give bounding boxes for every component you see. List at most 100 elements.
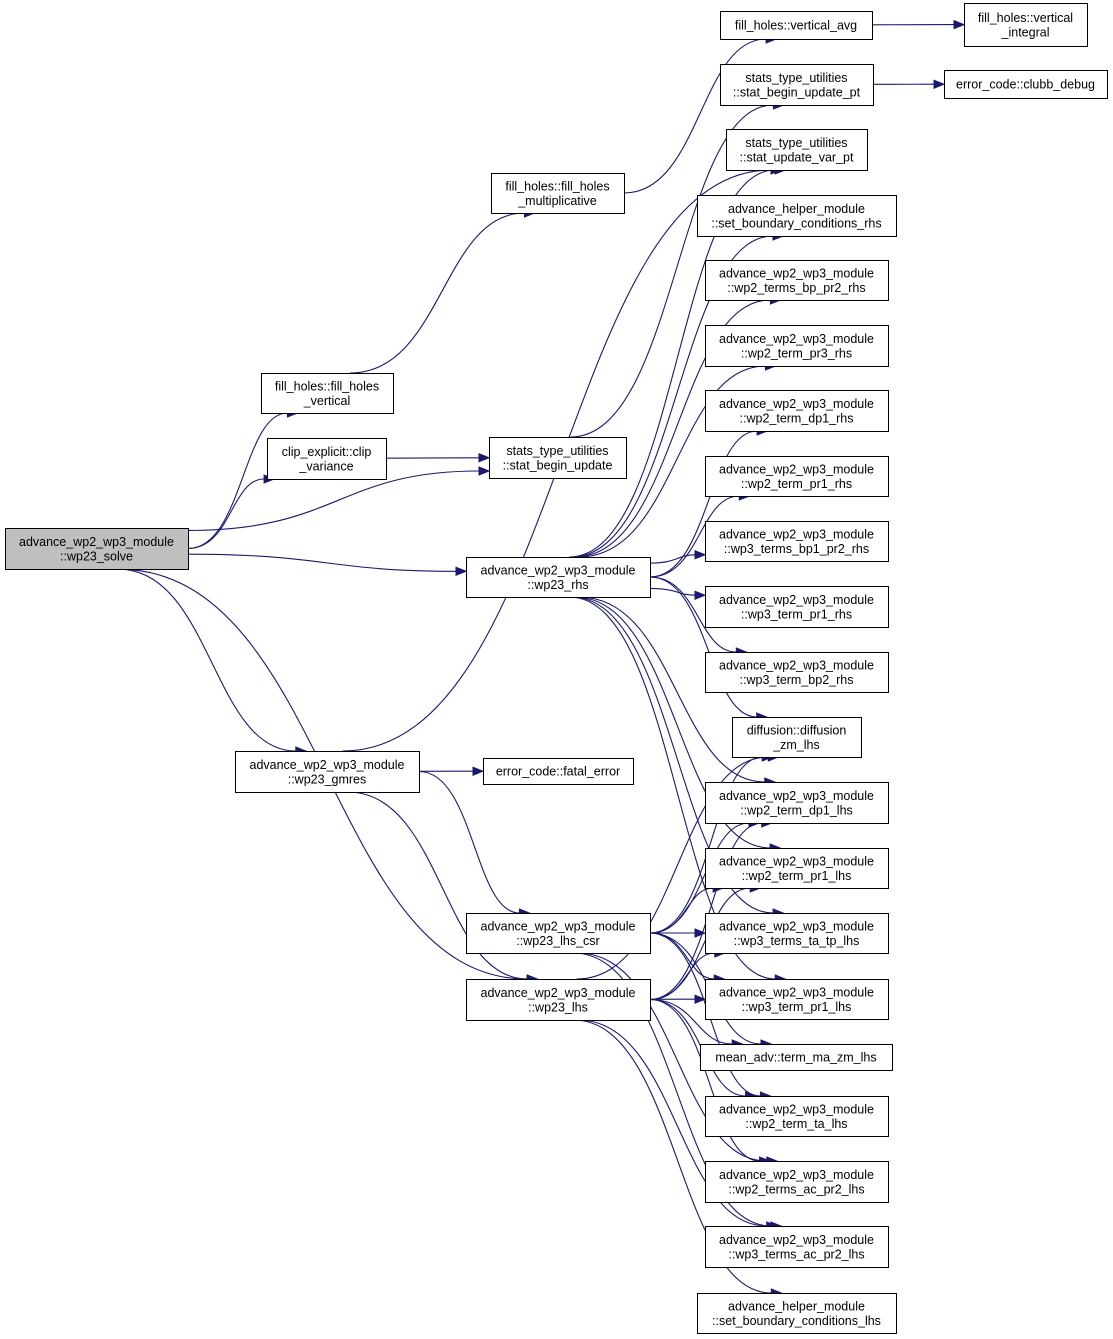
node-fill_holes_vertical[interactable]: fill_holes::fill_holes_vertical xyxy=(261,373,394,414)
node-box-wp2_terms_bp_pr2_rhs[interactable] xyxy=(705,260,889,301)
node-box-stat_begin_update_pt[interactable] xyxy=(720,64,874,106)
node-set_boundary_conditions_lhs[interactable]: advance_helper_module::set_boundary_cond… xyxy=(697,1293,897,1334)
node-wp3_term_pr1_lhs[interactable]: advance_wp2_wp3_module::wp3_term_pr1_lhs xyxy=(705,979,889,1020)
node-box-wp2_term_pr1_lhs[interactable] xyxy=(705,848,889,889)
node-label-wp23_rhs-line-1: ::wp23_rhs xyxy=(527,578,588,592)
edge-wp23_rhs-to-stat_update_var_pt xyxy=(569,169,776,558)
edge-wp23_lhs_csr-to-wp2_term_pr1_lhs xyxy=(649,887,714,934)
node-box-wp23_lhs_csr[interactable] xyxy=(466,913,651,954)
node-wp2_term_pr1_rhs[interactable]: advance_wp2_wp3_module::wp2_term_pr1_rhs xyxy=(705,456,889,497)
node-wp2_term_dp1_lhs[interactable]: advance_wp2_wp3_module::wp2_term_dp1_lhs xyxy=(705,782,889,824)
node-wp3_term_bp2_rhs[interactable]: advance_wp2_wp3_module::wp3_term_bp2_rhs xyxy=(705,652,889,693)
node-label-wp2_term_pr3_rhs-line-1: ::wp2_term_pr3_rhs xyxy=(741,346,852,360)
node-wp23_lhs_csr[interactable]: advance_wp2_wp3_module::wp23_lhs_csr xyxy=(466,913,651,954)
node-box-fill_holes_vertical[interactable] xyxy=(261,373,394,414)
node-vertical_integral[interactable]: fill_holes::vertical_integral xyxy=(964,3,1088,47)
node-box-wp2_term_pr1_rhs[interactable] xyxy=(705,456,889,497)
node-wp23_gmres[interactable]: advance_wp2_wp3_module::wp23_gmres xyxy=(235,751,420,793)
node-box-term_ma_zm_lhs[interactable] xyxy=(700,1044,893,1071)
node-label-wp3_term_bp2_rhs-line-0: advance_wp2_wp3_module xyxy=(719,658,874,672)
arrowhead-wp23_rhs-to-wp3_term_pr1_rhs xyxy=(694,590,707,600)
node-box-clubb_debug[interactable] xyxy=(944,70,1108,99)
node-clip_variance[interactable]: clip_explicit::clip_variance xyxy=(267,438,387,480)
node-box-diffusion_zm_lhs[interactable] xyxy=(732,717,862,758)
node-box-wp23_gmres[interactable] xyxy=(235,751,420,793)
node-label-fill_holes_multiplicative-line-1: _multiplicative xyxy=(517,194,597,208)
node-box-wp2_terms_ac_pr2_lhs[interactable] xyxy=(705,1161,889,1203)
node-wp2_terms_bp_pr2_rhs[interactable]: advance_wp2_wp3_module::wp2_terms_bp_pr2… xyxy=(705,260,889,301)
node-diffusion_zm_lhs[interactable]: diffusion::diffusion_zm_lhs xyxy=(732,717,862,758)
node-wp3_terms_ac_pr2_lhs[interactable]: advance_wp2_wp3_module::wp3_terms_ac_pr2… xyxy=(705,1226,889,1268)
node-box-wp23_solve[interactable] xyxy=(5,528,189,570)
node-label-wp2_terms_bp_pr2_rhs-line-1: ::wp2_terms_bp_pr2_rhs xyxy=(727,281,865,295)
node-label-set_boundary_conditions_lhs-line-1: ::set_boundary_conditions_lhs xyxy=(712,1314,881,1328)
node-stat_begin_update_pt[interactable]: stats_type_utilities::stat_begin_update_… xyxy=(720,64,874,106)
node-wp2_terms_ac_pr2_lhs[interactable]: advance_wp2_wp3_module::wp2_terms_ac_pr2… xyxy=(705,1161,889,1203)
edge-wp23_lhs-to-term_ma_zm_lhs xyxy=(649,998,733,1045)
node-box-wp3_term_bp2_rhs[interactable] xyxy=(705,652,889,693)
arrowhead-wp23_solve-to-wp23_rhs xyxy=(455,566,468,577)
node-box-wp23_rhs[interactable] xyxy=(466,557,651,598)
node-box-wp23_lhs[interactable] xyxy=(466,979,651,1021)
node-box-fatal_error[interactable] xyxy=(483,758,634,785)
node-stat_begin_update[interactable]: stats_type_utilities::stat_begin_update xyxy=(489,437,627,479)
node-box-fill_holes_multiplicative[interactable] xyxy=(491,173,625,214)
node-wp23_lhs[interactable]: advance_wp2_wp3_module::wp23_lhs xyxy=(466,979,651,1021)
node-label-wp2_term_dp1_lhs-line-0: advance_wp2_wp3_module xyxy=(719,789,874,803)
node-wp23_rhs[interactable]: advance_wp2_wp3_module::wp23_rhs xyxy=(466,557,651,598)
node-wp23_solve[interactable]: advance_wp2_wp3_module::wp23_solve xyxy=(5,528,189,570)
node-set_boundary_conditions_rhs[interactable]: advance_helper_module::set_boundary_cond… xyxy=(697,195,897,237)
edge-wp23_lhs_csr-to-wp3_terms_ac_pr2_lhs xyxy=(573,952,771,1227)
node-label-stat_begin_update-line-0: stats_type_utilities xyxy=(506,444,608,458)
node-box-clip_variance[interactable] xyxy=(267,438,387,480)
node-label-wp23_gmres-line-1: ::wp23_gmres xyxy=(288,772,367,786)
edge-wp23_solve-to-wp23_gmres xyxy=(117,568,296,752)
node-label-stat_update_var_pt-line-1: ::stat_update_var_pt xyxy=(740,150,854,164)
edge-wp23_rhs-to-wp3_terms_bp1_pr2_rhs xyxy=(649,554,696,564)
edge-wp23_solve-to-stat_begin_update xyxy=(187,470,480,531)
node-clubb_debug[interactable]: error_code::clubb_debug xyxy=(944,70,1108,99)
node-term_ma_zm_lhs[interactable]: mean_adv::term_ma_zm_lhs xyxy=(700,1044,893,1071)
node-box-wp3_terms_ac_pr2_lhs[interactable] xyxy=(705,1226,889,1268)
edge-fill_holes_multiplicative-to-vertical_avg xyxy=(623,38,767,194)
node-box-set_boundary_conditions_rhs[interactable] xyxy=(697,195,897,237)
node-box-stat_begin_update[interactable] xyxy=(489,437,627,479)
node-wp2_term_pr1_lhs[interactable]: advance_wp2_wp3_module::wp2_term_pr1_lhs xyxy=(705,848,889,889)
node-label-set_boundary_conditions_lhs-line-0: advance_helper_module xyxy=(728,1299,865,1313)
node-label-wp3_terms_ac_pr2_lhs-line-1: ::wp3_terms_ac_pr2_lhs xyxy=(728,1247,864,1261)
node-box-wp3_terms_bp1_pr2_rhs[interactable] xyxy=(705,521,889,562)
node-wp2_term_pr3_rhs[interactable]: advance_wp2_wp3_module::wp2_term_pr3_rhs xyxy=(705,325,889,367)
node-wp2_term_ta_lhs[interactable]: advance_wp2_wp3_module::wp2_term_ta_lhs xyxy=(705,1096,889,1137)
node-box-stat_update_var_pt[interactable] xyxy=(726,129,868,171)
node-label-wp2_terms_ac_pr2_lhs-line-0: advance_wp2_wp3_module xyxy=(719,1168,874,1182)
node-box-vertical_integral[interactable] xyxy=(964,3,1088,47)
node-box-wp3_terms_ta_tp_lhs[interactable] xyxy=(705,913,889,954)
node-box-wp2_term_dp1_lhs[interactable] xyxy=(705,782,889,824)
node-box-wp2_term_ta_lhs[interactable] xyxy=(705,1096,889,1137)
node-label-diffusion_zm_lhs-line-0: diffusion::diffusion xyxy=(747,723,847,737)
node-fatal_error[interactable]: error_code::fatal_error xyxy=(483,758,634,785)
node-box-wp2_term_pr3_rhs[interactable] xyxy=(705,325,889,367)
node-label-wp2_term_pr1_lhs-line-0: advance_wp2_wp3_module xyxy=(719,854,874,868)
node-box-wp3_term_pr1_lhs[interactable] xyxy=(705,979,889,1020)
node-label-set_boundary_conditions_rhs-line-1: ::set_boundary_conditions_rhs xyxy=(711,216,881,230)
node-label-wp3_terms_ac_pr2_lhs-line-0: advance_wp2_wp3_module xyxy=(719,1233,874,1247)
node-stat_update_var_pt[interactable]: stats_type_utilities::stat_update_var_pt xyxy=(726,129,868,171)
node-wp3_terms_bp1_pr2_rhs[interactable]: advance_wp2_wp3_module::wp3_terms_bp1_pr… xyxy=(705,521,889,562)
node-vertical_avg[interactable]: fill_holes::vertical_avg xyxy=(720,11,873,40)
node-wp3_terms_ta_tp_lhs[interactable]: advance_wp2_wp3_module::wp3_terms_ta_tp_… xyxy=(705,913,889,954)
node-box-vertical_avg[interactable] xyxy=(720,11,873,40)
edge-wp23_solve-to-clip_variance xyxy=(187,478,265,550)
edge-wp23_rhs-to-wp2_term_dp1_rhs xyxy=(649,430,758,578)
arrowhead-wp23_lhs_csr-to-wp3_terms_ta_tp_lhs xyxy=(694,928,707,938)
node-label-wp23_lhs-line-0: advance_wp2_wp3_module xyxy=(481,986,636,1000)
node-wp3_term_pr1_rhs[interactable]: advance_wp2_wp3_module::wp3_term_pr1_rhs xyxy=(705,586,889,628)
node-label-set_boundary_conditions_rhs-line-0: advance_helper_module xyxy=(728,202,865,216)
node-box-wp2_term_dp1_rhs[interactable] xyxy=(705,390,889,432)
node-box-set_boundary_conditions_lhs[interactable] xyxy=(697,1293,897,1334)
node-label-wp2_term_pr1_rhs-line-0: advance_wp2_wp3_module xyxy=(719,462,874,476)
node-wp2_term_dp1_rhs[interactable]: advance_wp2_wp3_module::wp2_term_dp1_rhs xyxy=(705,390,889,432)
node-box-wp3_term_pr1_rhs[interactable] xyxy=(705,586,889,628)
node-label-wp2_term_dp1_rhs-line-1: ::wp2_term_dp1_rhs xyxy=(740,411,854,425)
node-fill_holes_multiplicative[interactable]: fill_holes::fill_holes_multiplicative xyxy=(491,173,625,214)
